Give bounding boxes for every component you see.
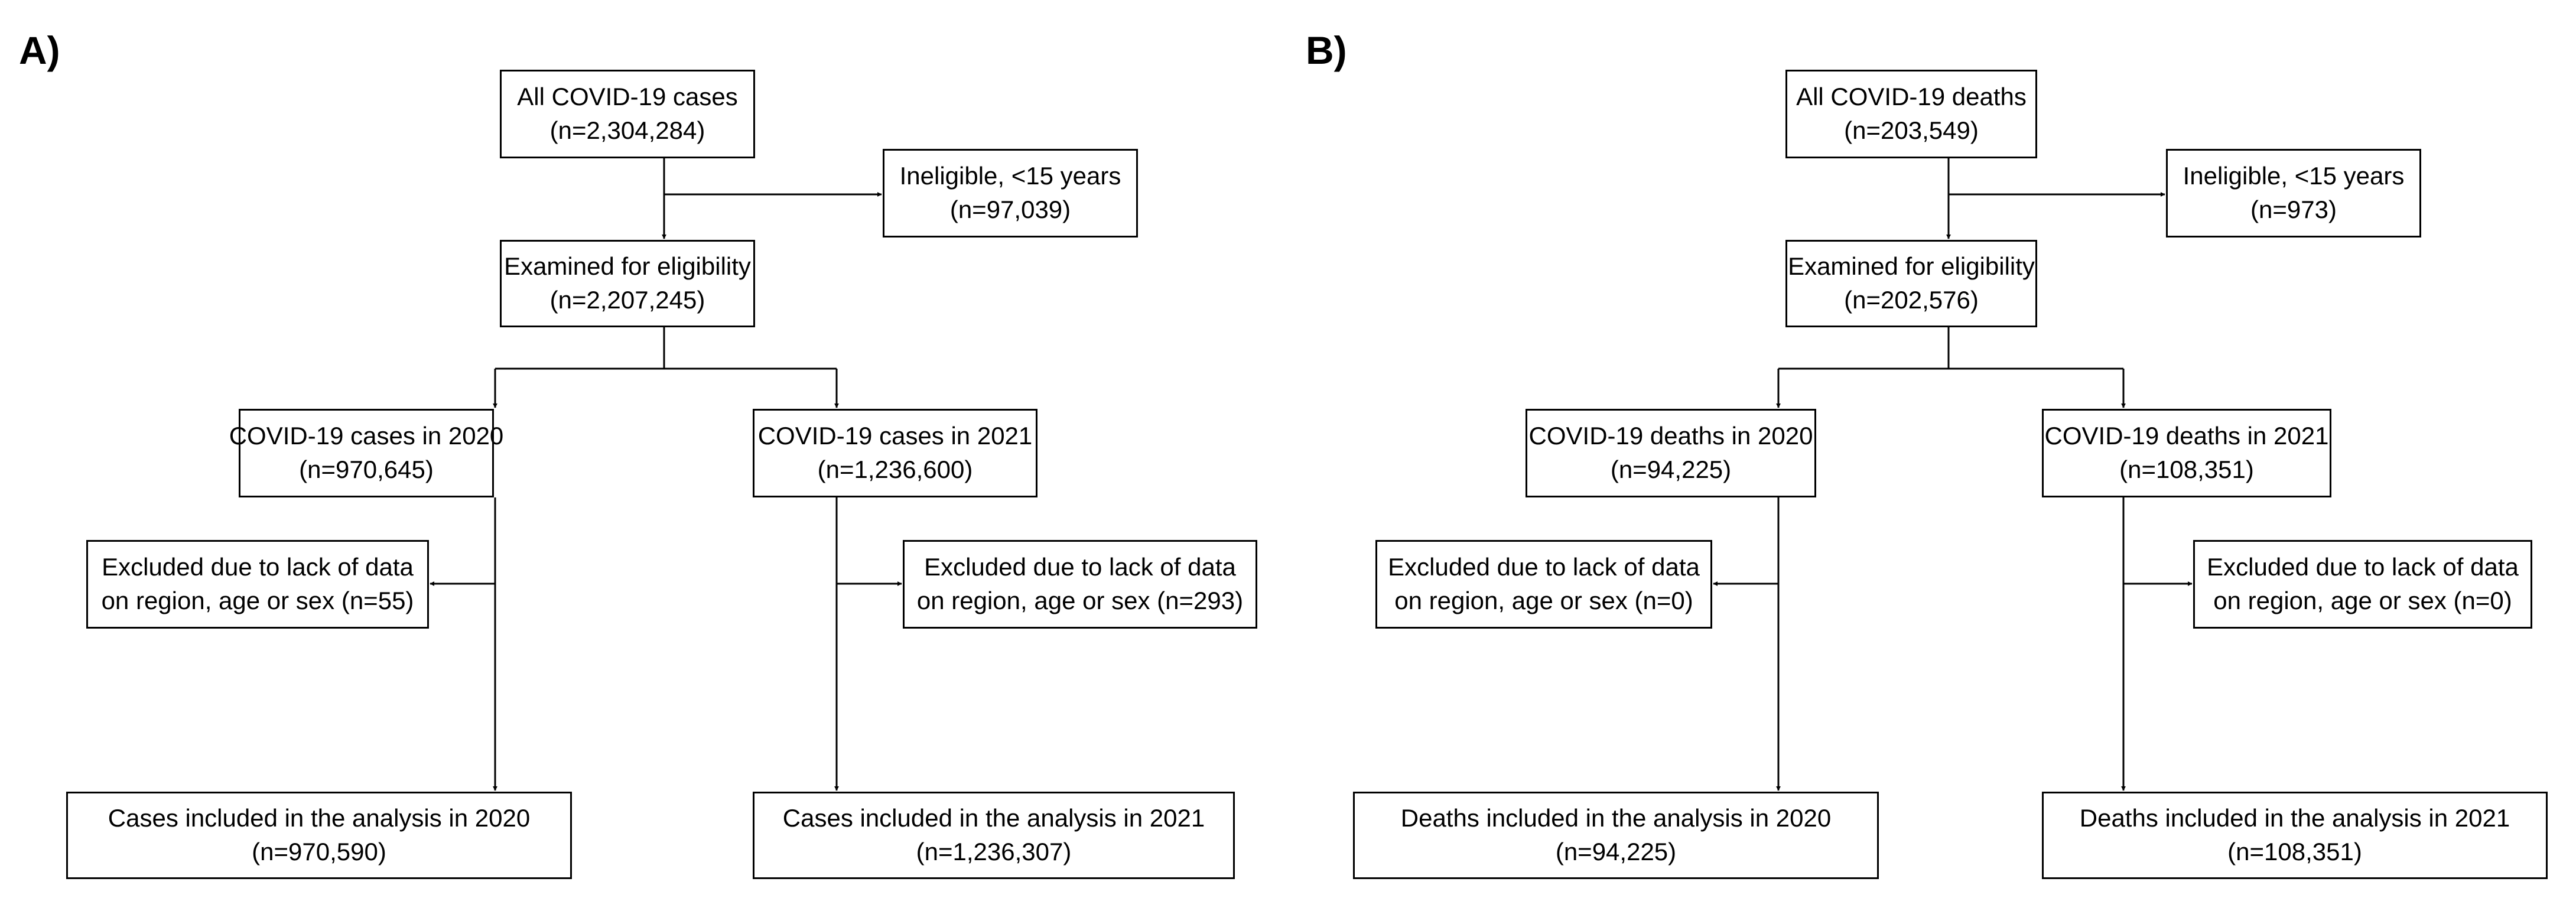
a-excluded-2021-box: Excluded due to lack of data on region, … (903, 540, 1257, 629)
box-line: (n=94,225) (1555, 838, 1677, 866)
b-2020-box: COVID-19 deaths in 2020 (n=94,225) (1526, 409, 1816, 497)
box-line: COVID-19 cases in 2020 (229, 422, 504, 450)
panel-b-label: B) (1306, 28, 1347, 72)
a-ineligible-box: Ineligible, <15 years (n=97,039) (883, 149, 1138, 237)
box-line: (n=94,225) (1610, 456, 1732, 483)
b-split-line (1778, 327, 1950, 370)
box-line: on region, age or sex (n=0) (1394, 587, 1693, 614)
box-line: Cases included in the analysis in 2020 (108, 804, 531, 832)
box-line: (n=97,039) (949, 196, 1071, 223)
box-line: Cases included in the analysis in 2021 (782, 804, 1205, 832)
a-excluded-2020-box: Excluded due to lack of data on region, … (86, 540, 429, 629)
box-line: (n=1,236,600) (817, 456, 973, 483)
box-line: (n=108,351) (2227, 838, 2362, 866)
a-included-2020-box: Cases included in the analysis in 2020 (… (66, 792, 572, 879)
a-all-cases-box: All COVID-19 cases (n=2,304,284) (500, 70, 755, 158)
b-ineligible-box: Ineligible, <15 years (n=973) (2166, 149, 2421, 237)
box-line: All COVID-19 cases (517, 83, 738, 111)
box-line: on region, age or sex (n=293) (916, 587, 1244, 614)
box-line: Examined for eligibility (1788, 252, 2035, 281)
a-included-2021-box: Cases included in the analysis in 2021 (… (753, 792, 1235, 879)
box-line: COVID-19 cases in 2021 (757, 422, 1033, 450)
box-line: on region, age or sex (n=0) (2213, 587, 2512, 614)
box-line: Ineligible, <15 years (2183, 162, 2405, 190)
a-2020-box: COVID-19 cases in 2020 (n=970,645) (229, 409, 503, 497)
box-line: (n=973) (2250, 196, 2337, 223)
box-line: Excluded due to lack of data (924, 553, 1236, 581)
box-line: Deaths included in the analysis in 2021 (2079, 804, 2510, 832)
box-line: (n=108,351) (2119, 456, 2254, 483)
b-included-2021-box: Deaths included in the analysis in 2021 … (2042, 792, 2548, 879)
b-examined-box: Examined for eligibility (n=202,576) (1785, 240, 2037, 327)
box-line: (n=203,549) (1844, 116, 1979, 144)
box-line: Ineligible, <15 years (899, 162, 1121, 190)
box-line: Excluded due to lack of data (2207, 553, 2519, 581)
box-line: Excluded due to lack of data (1388, 553, 1700, 581)
box-line: (n=1,236,307) (916, 838, 1072, 866)
box-line: Deaths included in the analysis in 2020 (1400, 804, 1832, 832)
box-line: (n=970,590) (252, 838, 386, 866)
box-line: (n=2,304,284) (549, 116, 705, 144)
b-2021-box: COVID-19 deaths in 2021 (n=108,351) (2042, 409, 2331, 497)
panel-a-label: A) (19, 28, 60, 72)
b-all-deaths-box: All COVID-19 deaths (n=203,549) (1785, 70, 2037, 158)
box-line: (n=2,207,245) (549, 286, 705, 314)
box-line: (n=202,576) (1844, 286, 1979, 314)
box-line: COVID-19 deaths in 2021 (2044, 422, 2329, 450)
b-included-2020-box: Deaths included in the analysis in 2020 … (1353, 792, 1879, 879)
a-2021-box: COVID-19 cases in 2021 (n=1,236,600) (753, 409, 1037, 497)
box-line: (n=970,645) (299, 456, 434, 483)
b-excluded-2020-box: Excluded due to lack of data on region, … (1375, 540, 1712, 629)
a-split-line (495, 327, 665, 370)
box-line: Examined for eligibility (504, 252, 751, 281)
a-examined-box: Examined for eligibility (n=2,207,245) (500, 240, 755, 327)
box-line: All COVID-19 deaths (1796, 83, 2027, 111)
b-excluded-2021-box: Excluded due to lack of data on region, … (2193, 540, 2532, 629)
box-line: Excluded due to lack of data (102, 553, 414, 581)
box-line: COVID-19 deaths in 2020 (1528, 422, 1813, 450)
box-line: on region, age or sex (n=55) (101, 587, 414, 614)
